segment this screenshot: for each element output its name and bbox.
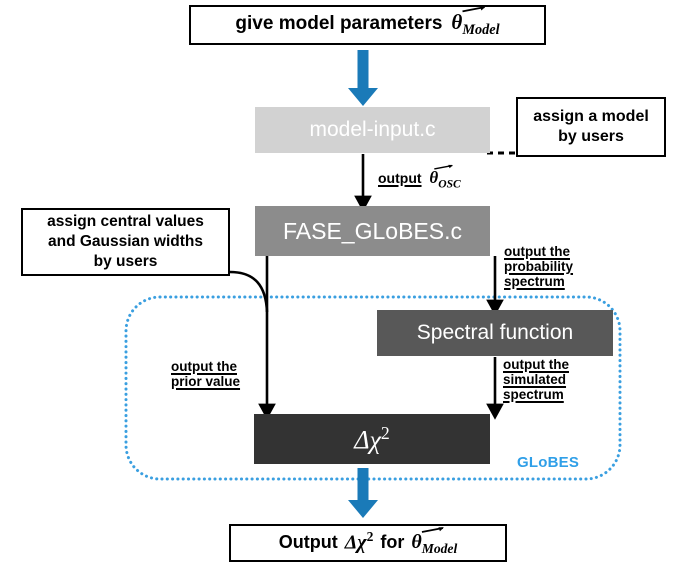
- edge-label-output-probability: output the probability spectrum: [504, 244, 573, 289]
- opr-line1: output the: [171, 359, 237, 374]
- opr-line2: prior value: [171, 374, 241, 390]
- node-assign-model-by-users[interactable]: assign a model by users: [516, 97, 666, 157]
- edge-label-output-osc: output θOSC: [378, 164, 461, 191]
- node-give-model-parameters-label: give model parameters θModel: [235, 6, 500, 39]
- arrow-prior-curve: [229, 270, 269, 313]
- node-give-model-parameters[interactable]: give model parameters θModel: [189, 5, 546, 45]
- assign-central-line3: by users: [93, 253, 158, 271]
- blue-arrow-bottom: [348, 468, 378, 518]
- op-line2: probability: [504, 259, 574, 275]
- globes-region-tag: GLoBES: [517, 454, 580, 471]
- node-model-input-c-label: model-input.c: [309, 118, 436, 141]
- vector-arrow-icon: [462, 6, 487, 13]
- node-output-delta-chi-squared[interactable]: Output Δχ2 for θModel: [229, 524, 507, 562]
- os-line3: spectrum: [503, 387, 564, 403]
- assign-model-line1: assign a model: [533, 108, 649, 125]
- node-delta-chi-squared-label: Δχ2: [354, 422, 390, 455]
- assign-central-line2: and Gaussian widths: [47, 232, 204, 250]
- edge-label-output-prior: output the prior value: [171, 359, 240, 389]
- vector-arrow-icon: [434, 164, 454, 170]
- os-line1: output the: [503, 357, 569, 372]
- node-fase-globes-c-label: FASE_GLoBES.c: [283, 217, 462, 244]
- globes-region-boundary: [124, 295, 622, 481]
- node-output-label: Output Δχ2 for θModel: [279, 527, 457, 558]
- assign-model-line2: by users: [558, 128, 624, 145]
- op-line3: spectrum: [504, 274, 565, 290]
- node-delta-chi-squared[interactable]: Δχ2: [254, 414, 490, 464]
- edge-label-output-simulated: output the simulated spectrum: [503, 357, 569, 402]
- node-model-input-c[interactable]: model-input.c: [255, 107, 490, 153]
- op-line1: output the: [504, 244, 570, 259]
- blue-arrow-top: [348, 50, 378, 106]
- node-assign-central-values[interactable]: assign central values and Gaussian width…: [21, 208, 230, 276]
- vector-arrow-icon: [422, 527, 445, 534]
- node-spectral-function[interactable]: Spectral function: [377, 310, 613, 356]
- assign-central-line1: assign central values: [47, 212, 204, 230]
- node-fase-globes-c[interactable]: FASE_GLoBES.c: [255, 206, 490, 256]
- os-line2: simulated: [503, 372, 567, 388]
- node-spectral-function-label: Spectral function: [416, 321, 574, 344]
